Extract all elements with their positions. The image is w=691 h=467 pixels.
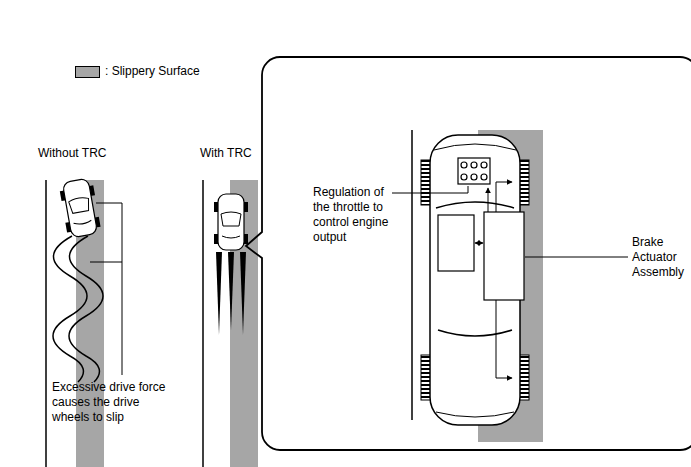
leader-line xyxy=(392,186,468,193)
control-unit xyxy=(438,215,474,271)
car-body xyxy=(438,330,512,336)
leader-line xyxy=(525,257,628,258)
engine xyxy=(461,162,467,168)
brake-actuator xyxy=(484,212,524,300)
leader-line xyxy=(96,203,122,375)
car-body xyxy=(436,412,514,417)
wavy-tire-tracks xyxy=(53,236,103,382)
scene-caption: With TRC xyxy=(200,146,252,161)
road-enlarged xyxy=(411,130,413,420)
signal-arrow xyxy=(488,188,489,212)
car-slipping xyxy=(74,220,92,225)
car-body xyxy=(436,202,514,208)
engine xyxy=(458,158,490,184)
legend-swatch xyxy=(75,66,100,78)
scene-caption: Without TRC xyxy=(38,146,106,161)
engine xyxy=(461,174,467,180)
road-enlarged xyxy=(412,130,543,442)
car-slipping xyxy=(68,196,90,213)
signal-arrow xyxy=(475,182,512,378)
engine xyxy=(481,162,487,168)
road-without-trc xyxy=(45,180,47,467)
part-label: Brake Actuator Assembly xyxy=(632,235,690,280)
signal-arrow xyxy=(496,182,512,212)
part-label: Regulation of the throttle to control en… xyxy=(313,185,401,245)
legend-text: : Slippery Surface xyxy=(105,64,200,79)
car-slipping xyxy=(62,178,97,238)
engine xyxy=(481,174,487,180)
engine xyxy=(471,162,477,168)
leader-line xyxy=(392,186,628,257)
straight-tire-tracks xyxy=(228,252,234,330)
wavy-tire-tracks xyxy=(69,236,103,382)
leader-line xyxy=(90,262,122,263)
control-unit xyxy=(438,215,474,271)
legend-entry: : Slippery Surface xyxy=(75,64,200,79)
car-straight xyxy=(221,212,241,226)
signal-arrow xyxy=(475,243,483,244)
note-label: Excessive drive force causes the drive w… xyxy=(52,380,177,425)
signal-arrow xyxy=(496,300,512,378)
engine xyxy=(471,174,477,180)
car-body xyxy=(434,144,516,150)
engine xyxy=(458,158,490,184)
straight-tire-tracks xyxy=(216,252,246,335)
straight-tire-tracks xyxy=(240,252,246,335)
car-straight xyxy=(214,194,248,250)
road-with-trc xyxy=(203,180,258,467)
car-straight xyxy=(218,194,244,250)
callout-outline xyxy=(262,57,691,450)
straight-tire-tracks xyxy=(216,252,222,335)
callout-outline xyxy=(246,57,691,450)
callout-bubble: Regulation of the throttle to control en… xyxy=(262,57,691,450)
road-with-trc xyxy=(202,180,204,467)
car-slipping xyxy=(58,177,101,238)
car-straight xyxy=(222,236,240,238)
leader-line xyxy=(90,203,122,375)
brake-actuator xyxy=(484,212,524,300)
